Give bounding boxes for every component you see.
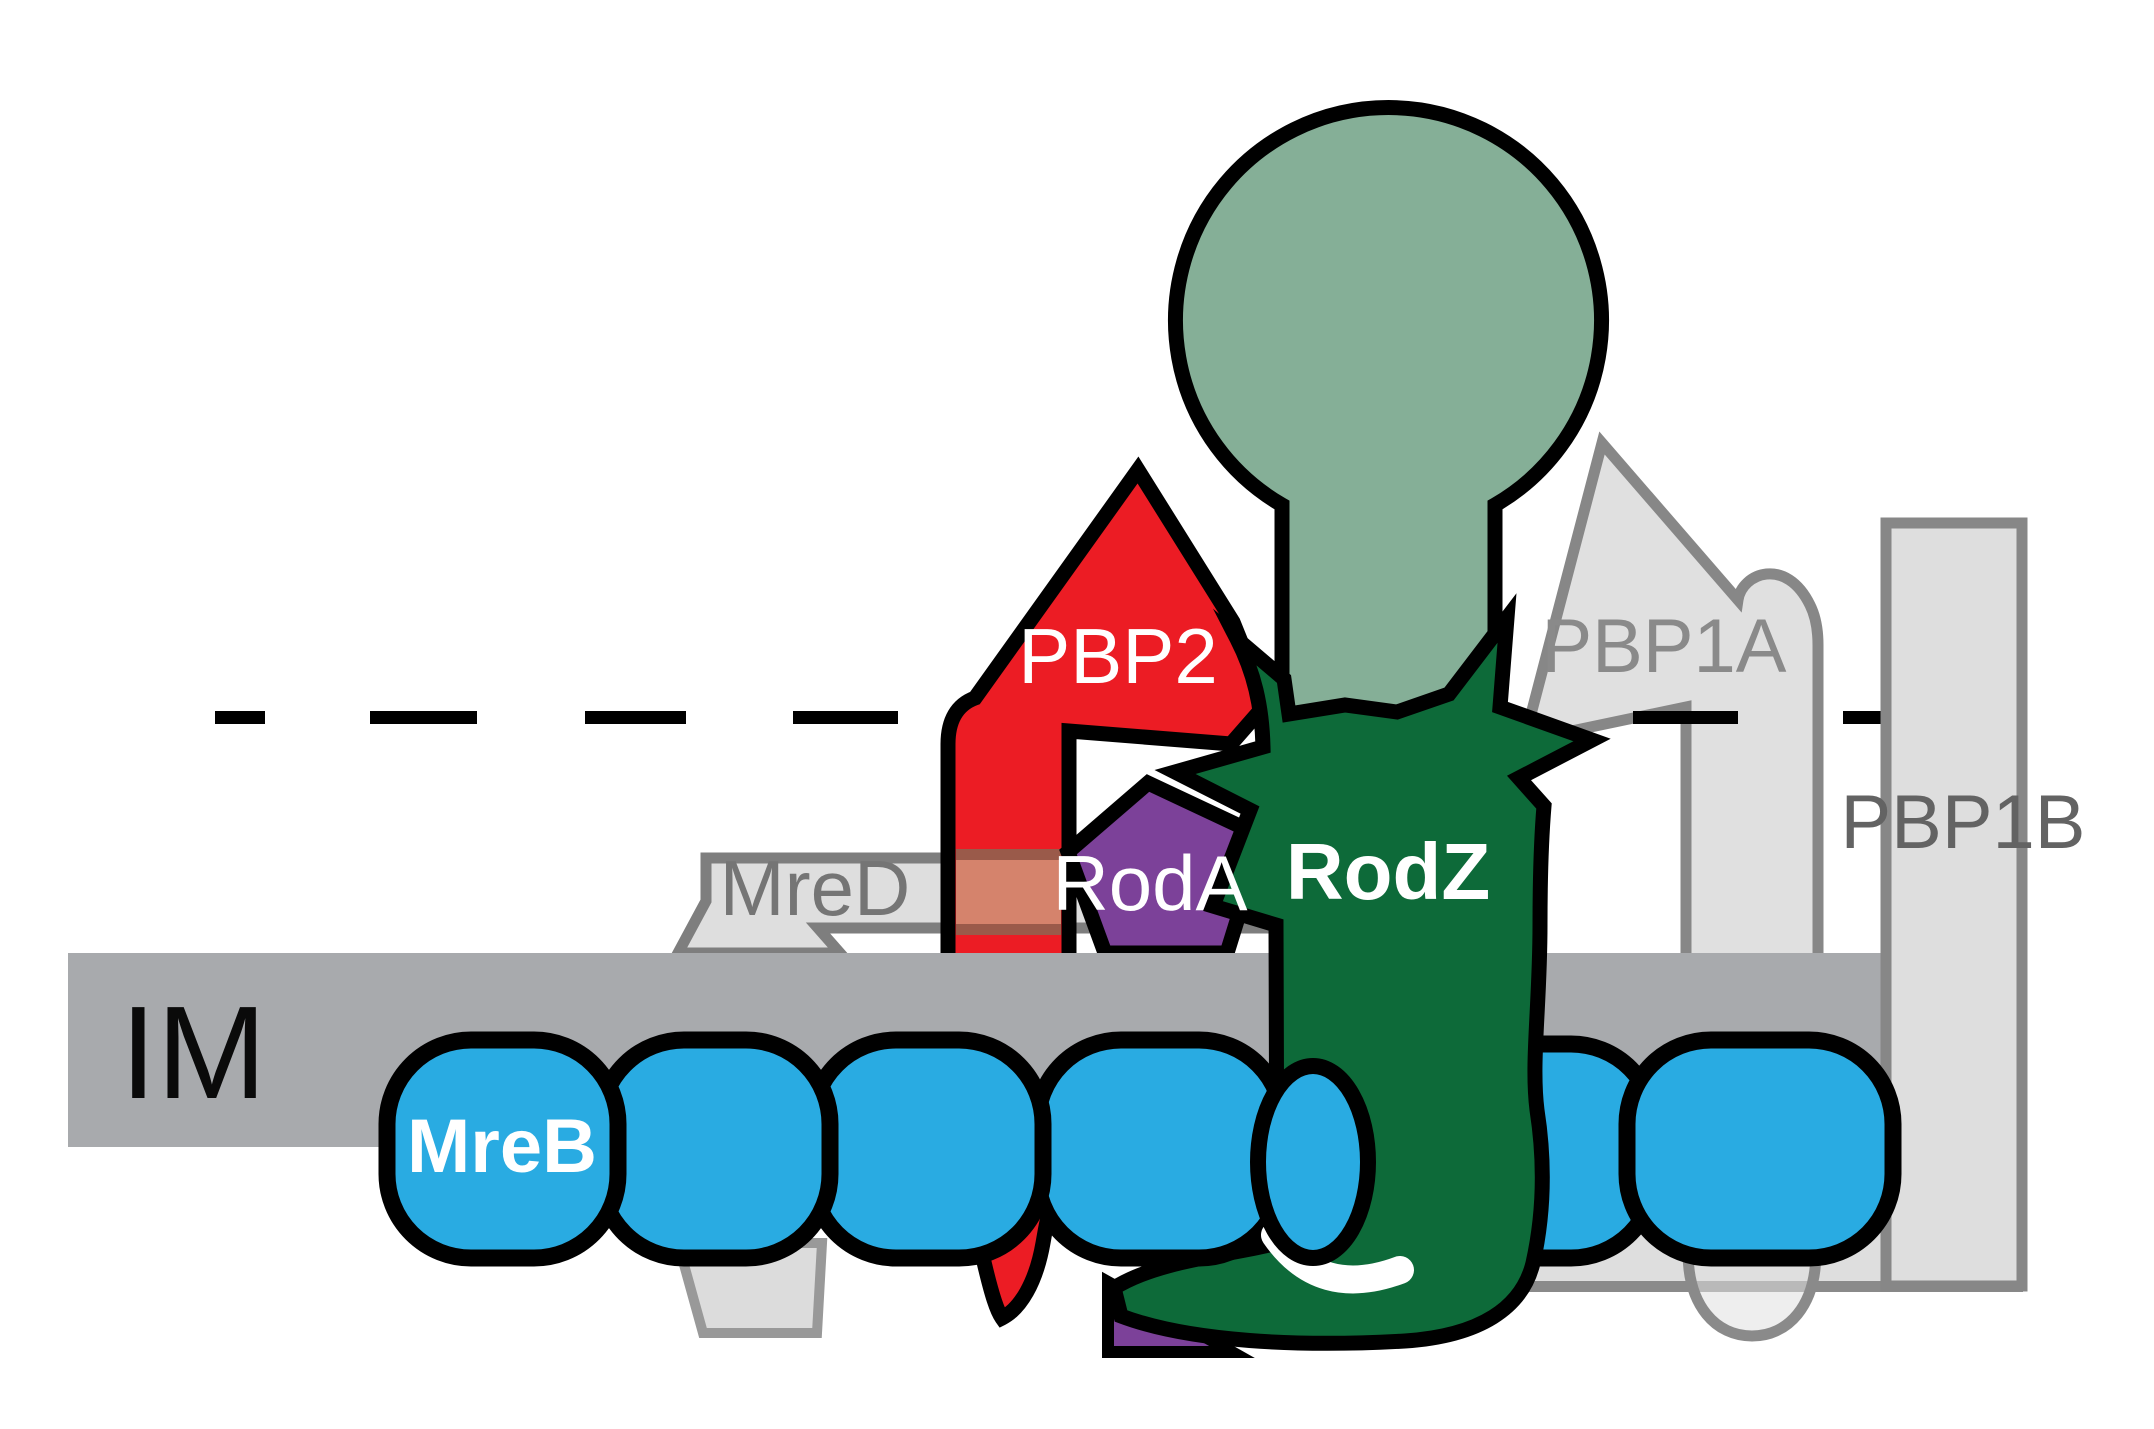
mreb-filament: [378, 1031, 1292, 1267]
pbp2-tm-segment: [956, 857, 1061, 931]
im-label: IM: [120, 979, 267, 1126]
dashed-line-segment: [1633, 711, 1738, 724]
pbp1b-shape: [1880, 517, 2028, 1292]
rodz-shape: [1105, 593, 1611, 1351]
mreb-monomer: [1028, 1031, 1292, 1267]
dashed-line-segment: [585, 711, 686, 724]
dashed-line-segment: [370, 711, 477, 724]
mreb-monomer: [1618, 1031, 1902, 1267]
mreb-monomer: [803, 1031, 1052, 1267]
pbp2-tm-bottom-edge: [956, 924, 1061, 935]
pbp1a-label: PBP1A: [1541, 604, 1786, 689]
rodz-periplasmic-domain: [1168, 100, 1609, 721]
mreb-monomer: [591, 1031, 839, 1267]
mred-label: MreD: [720, 844, 911, 932]
pbp2-tm-top-edge: [956, 849, 1061, 860]
pbp1b-label: PBP1B: [1840, 780, 2085, 865]
mreb-front-monomer: [1250, 1058, 1376, 1266]
pbp2-label: PBP2: [1018, 612, 1217, 700]
dashed-line-segment: [793, 711, 898, 724]
mreb-label: MreB: [407, 1104, 597, 1189]
rodz-label: RodZ: [1286, 827, 1490, 916]
mreb-monomer: [378, 1031, 627, 1267]
dashed-line-segment: [215, 711, 265, 724]
roda-label: RodA: [1052, 839, 1247, 927]
